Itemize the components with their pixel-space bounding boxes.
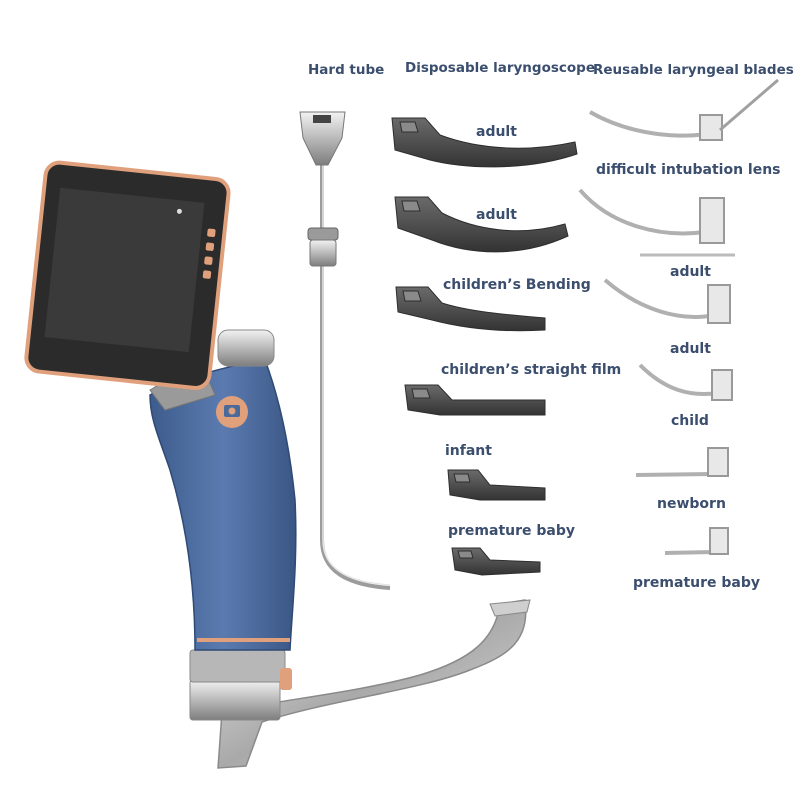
reusable-blades [578,78,779,555]
reusable-label: child [671,413,709,429]
stylet-collar [307,227,339,241]
disposable-blade-premature [451,547,541,576]
reusable-blade-top [589,78,779,141]
disposable-blade-childrens-bending [395,286,546,332]
disposable-label: children’s straight film [441,362,622,378]
disposable-blade-childrens-straight [404,384,546,416]
hard-tube-stylet [299,111,391,590]
reusable-blade-difficult [578,188,735,257]
power-button [202,270,212,279]
reusable-blade-adult-2 [603,278,731,324]
blade-tip [489,599,531,617]
reusable-label: premature baby [633,575,761,591]
stylet-connector [299,111,346,166]
column-header-hard-tube: Hard tube [308,62,385,78]
disposable-blade-adult-2 [394,196,569,253]
reusable-label: newborn [657,496,726,512]
disposable-blades [391,117,578,576]
screen-hinge [217,329,275,367]
disposable-label: adult [476,124,517,140]
handle-collar [189,649,286,683]
disposable-label: infant [445,443,492,459]
monitor-screen [44,187,205,353]
reusable-blade-newborn [635,447,729,477]
reusable-blade-child [638,363,733,401]
video-laryngoscope [24,160,531,769]
reusable-label: difficult intubation lens [596,162,781,178]
release-button [280,668,292,690]
column-header-reusable: Reusable laryngeal blades [593,62,794,78]
disposable-label: adult [476,207,517,223]
disposable-blade-infant [447,469,546,501]
disposable-blade-adult-1 [391,117,578,168]
disposable-label: children’s Bending [443,277,591,293]
up-button [205,242,215,251]
down-button [204,256,213,265]
column-header-disposable: Disposable laryngoscope [405,60,595,76]
reusable-blade-premature [664,527,729,555]
reusable-label: adult [670,341,711,357]
menu-button [207,228,216,238]
reusable-label: adult [670,264,711,280]
blade-base [189,679,281,721]
disposable-label: premature baby [448,523,576,539]
